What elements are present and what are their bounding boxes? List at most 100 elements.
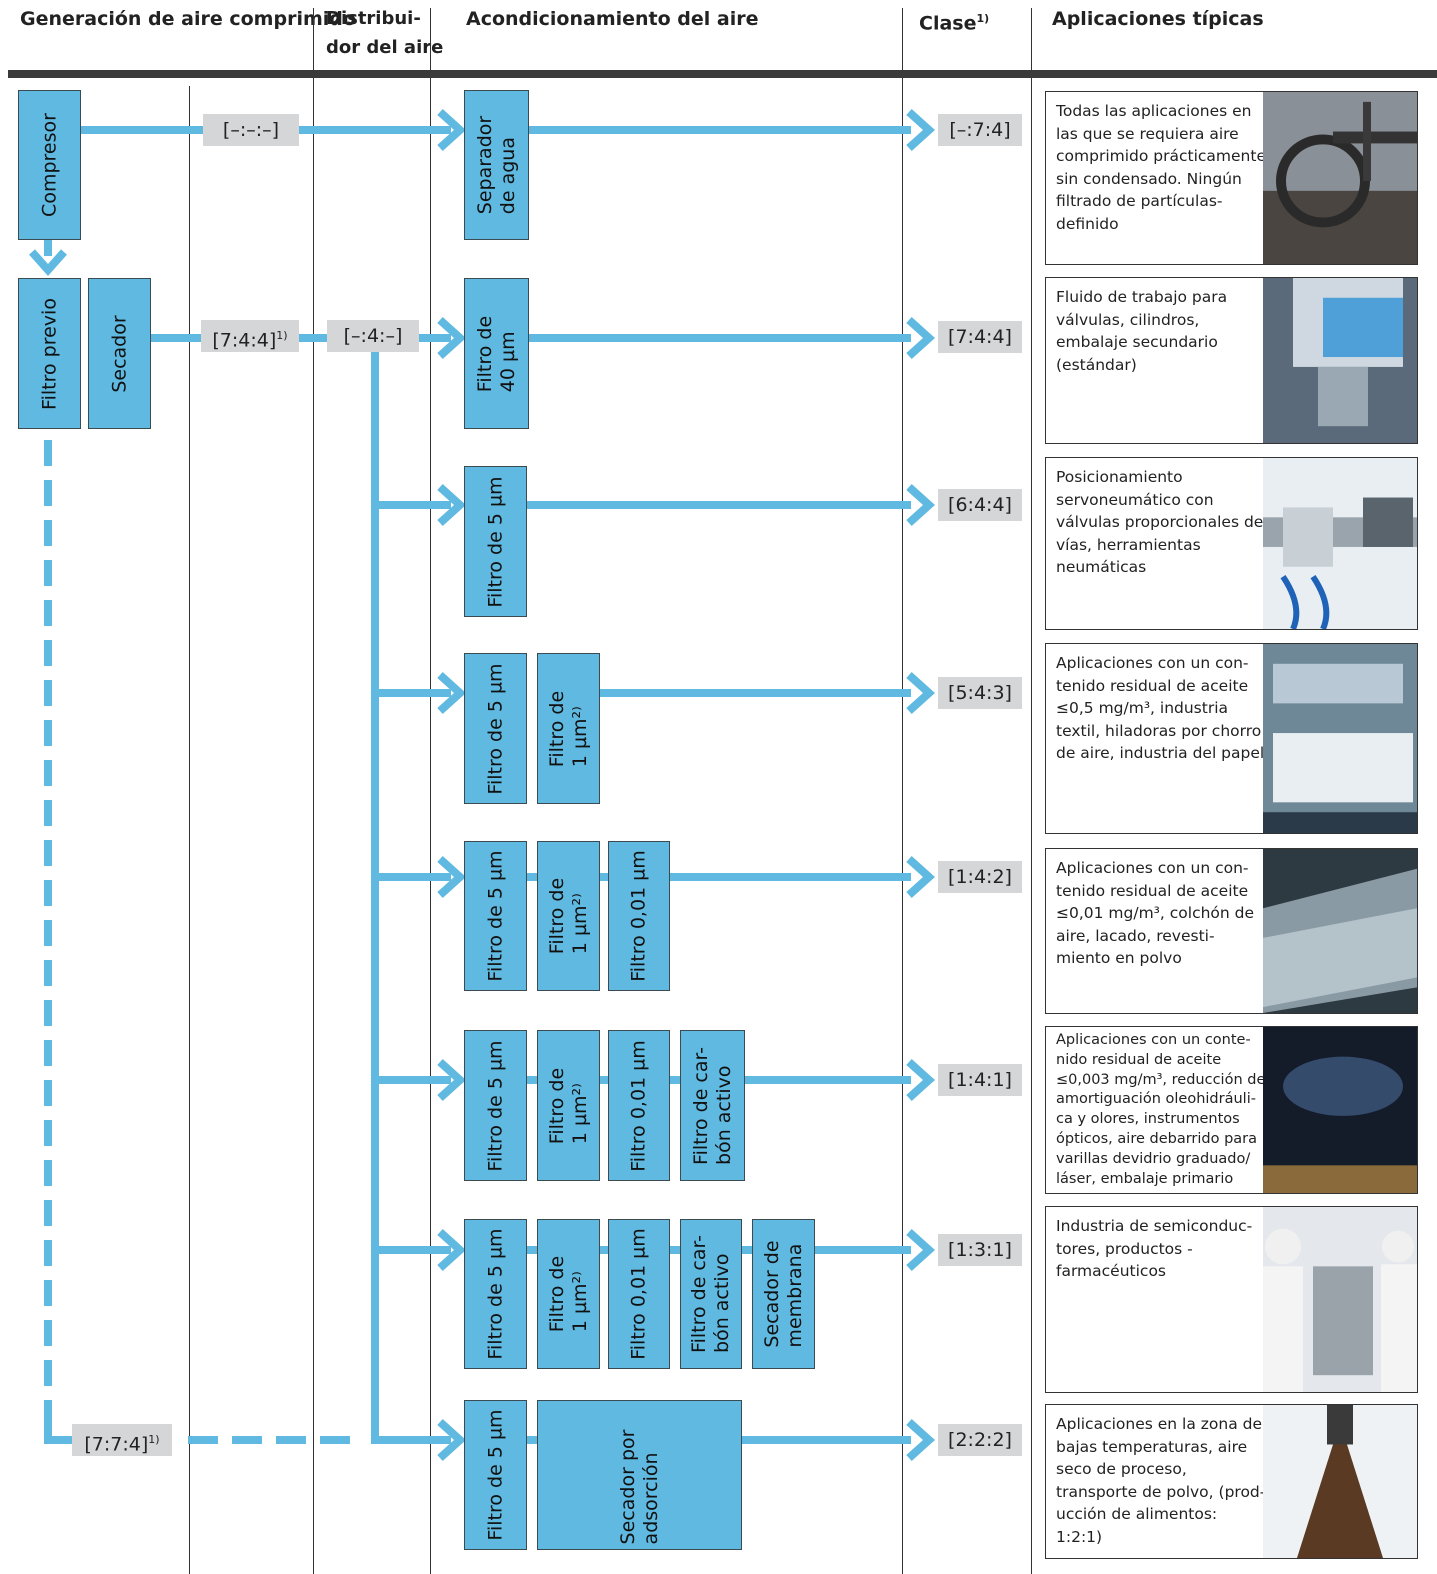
dash-segment — [188, 1436, 218, 1444]
header-distributor: Distribui- dor del aire — [326, 8, 444, 58]
dist-class-tag: [–:4:–] — [327, 320, 419, 352]
header-generation: Generación de aire comprimido — [20, 8, 356, 30]
header-class-sup: 1) — [976, 12, 990, 25]
dash-segment — [44, 680, 52, 706]
arrow-right-icon — [906, 856, 935, 898]
carbon-label: Filtro de car- bón activo — [688, 1235, 733, 1353]
pipe-row4-out — [600, 689, 911, 697]
gen-class-sup: 1) — [148, 1433, 160, 1446]
membrana-box: Secador de membrana — [752, 1219, 815, 1369]
application-card: Aplicaciones con un conte-nido residual … — [1045, 1026, 1418, 1194]
column-divider — [189, 86, 190, 1574]
header-divider — [430, 8, 431, 70]
filtro1-box: Filtro de 1 µm²⁾ — [537, 1030, 600, 1181]
pipe-row5-out — [670, 873, 911, 881]
filtro1-label: Filtro de 1 µm²⁾ — [545, 690, 591, 767]
filtro001-label: Filtro 0,01 µm — [627, 1228, 650, 1360]
class-tag: [2:2:2] — [938, 1424, 1022, 1456]
pipe-row7-link — [670, 1246, 680, 1254]
filtro5-box: Filtro de 5 µm — [464, 1219, 527, 1369]
filtro001-box: Filtro 0,01 µm — [608, 1219, 670, 1369]
dash-segment — [44, 920, 52, 946]
column-divider — [1031, 78, 1032, 1574]
festo-valve-terminal-photo — [1263, 278, 1417, 443]
filtro001-label: Filtro 0,01 µm — [627, 1039, 650, 1172]
branch-row4 — [375, 689, 451, 697]
filtro40-label: Filtro de 40 µm — [473, 315, 519, 392]
pipe-row6-link — [670, 1076, 680, 1084]
cleanroom-workers-photo — [1263, 1207, 1417, 1392]
arrow-right-icon — [906, 1419, 935, 1461]
compresor-box: Compresor — [18, 90, 81, 240]
application-text: Aplicaciones en la zona de bajas tempera… — [1056, 1415, 1266, 1546]
application-text: Aplicaciones con un con-tenido residual … — [1056, 654, 1265, 762]
branch-row6 — [375, 1076, 451, 1084]
filtro5-label: Filtro de 5 µm — [484, 475, 506, 608]
secador-label: Secador — [108, 314, 130, 393]
adsorcion-box: Secador por adsorción — [537, 1400, 742, 1550]
filtro5-label: Filtro de 5 µm — [484, 662, 506, 795]
dash-segment — [44, 480, 52, 506]
dash-segment — [44, 1200, 52, 1226]
dash-segment — [44, 1400, 52, 1444]
dash-segment — [44, 520, 52, 546]
column-divider — [430, 78, 431, 1574]
gen-class-value: [7:7:4] — [84, 1433, 149, 1456]
dash-segment — [44, 1240, 52, 1266]
class-tag: [1:4:1] — [938, 1064, 1022, 1096]
class-tag: [–:7:4] — [938, 114, 1022, 146]
pipe-row6-out — [745, 1076, 911, 1084]
filtro5-label: Filtro de 5 µm — [484, 850, 506, 982]
filtro5-box: Filtro de 5 µm — [464, 841, 527, 991]
pipe-row2-gen — [151, 334, 451, 342]
dash-segment — [44, 1000, 52, 1026]
compresor-label: Compresor — [38, 113, 60, 217]
header-divider — [902, 8, 903, 70]
dash-segment — [44, 1040, 52, 1066]
application-text: Aplicaciones con un conte-nido residual … — [1056, 1032, 1266, 1187]
class-tag: [1:4:2] — [938, 861, 1022, 893]
separador-label: Separador de agua — [473, 115, 519, 215]
column-divider — [902, 78, 903, 1574]
gen-class-tag: [–:–:–] — [203, 114, 299, 146]
header-class: Clase1) — [919, 4, 989, 38]
carbon-box: Filtro de car- bón activo — [680, 1030, 745, 1181]
arrow-right-icon — [906, 484, 935, 526]
membrana-label: Secador de membrana — [760, 1240, 806, 1348]
application-text: Todas las aplicaciones en las que se req… — [1056, 102, 1266, 233]
application-card: Industria de semiconduc-tores, productos… — [1045, 1206, 1418, 1393]
filtro5-label: Filtro de 5 µm — [484, 1039, 506, 1172]
arrow-right-icon — [437, 109, 466, 151]
arrow-right-icon — [906, 1229, 935, 1271]
dash-segment — [44, 1320, 52, 1346]
arrow-right-icon — [437, 1059, 466, 1101]
filtro001-box: Filtro 0,01 µm — [608, 841, 670, 991]
class-tag: [6:4:4] — [938, 489, 1022, 521]
gen-class-value: [7:4:4] — [212, 329, 277, 352]
header-conditioning: Acondicionamiento del aire — [466, 8, 759, 30]
pipe-row5-link — [600, 873, 610, 881]
filtro1-box: Filtro de 1 µm²⁾ — [537, 841, 600, 991]
dash-segment — [44, 1160, 52, 1186]
branch-row8 — [375, 1436, 451, 1444]
arrow-right-icon — [906, 672, 935, 714]
dash-segment — [44, 560, 52, 586]
application-card: Posicionamiento servoneumático con válvu… — [1045, 457, 1418, 630]
filtro-previo-label: Filtro previo — [38, 297, 60, 410]
filtro1-box: Filtro de 1 µm²⁾ — [537, 653, 600, 804]
arrow-right-icon — [437, 856, 466, 898]
header-class-label: Clase — [919, 12, 977, 35]
filtro1-label: Filtro de 1 µm²⁾ — [545, 1067, 591, 1144]
carbon-box: Filtro de car- bón activo — [680, 1219, 742, 1369]
dash-segment — [232, 1436, 262, 1444]
column-divider — [313, 78, 314, 1574]
dash-segment — [44, 640, 52, 666]
paper-machine-photo — [1263, 644, 1417, 833]
arrow-right-icon — [437, 672, 466, 714]
adsorcion-label: Secador por adsorción — [616, 1429, 662, 1545]
filtro001-label: Filtro 0,01 µm — [627, 850, 650, 982]
application-card: Aplicaciones con un con-tenido residual … — [1045, 643, 1418, 834]
gen-class-tag: [7:4:4]1) — [201, 320, 299, 352]
pipe-row7-link — [600, 1246, 610, 1254]
dash-segment — [44, 600, 52, 626]
